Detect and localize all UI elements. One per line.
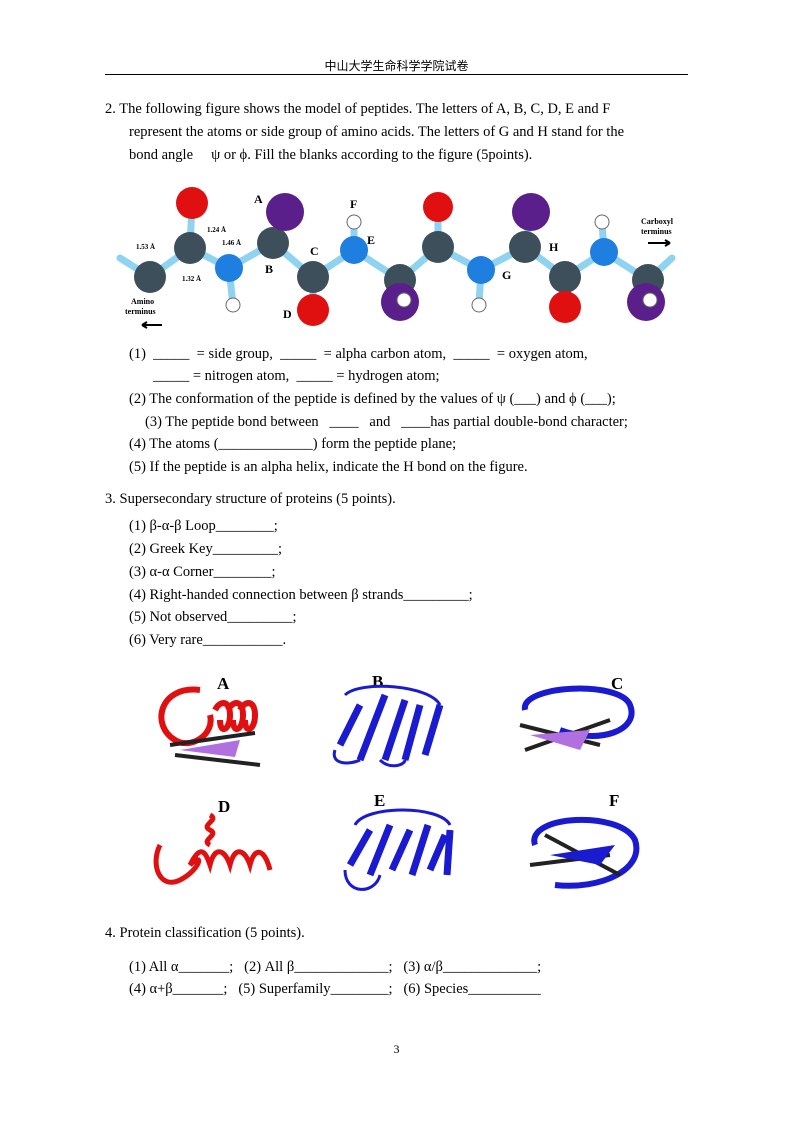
q2-line-3: bond angle ψ or ϕ. Fill the blanks accor… (129, 147, 533, 163)
bond-length-label: 1.24 Å (207, 226, 226, 234)
carbon-atom (134, 261, 166, 293)
oxygen-atom (297, 294, 329, 326)
nitrogen-atom (215, 254, 243, 282)
q2-answer-3: (3) The peptide bond between ____ and __… (145, 414, 628, 430)
structure-label-A: A (217, 674, 230, 693)
q4-title: 4. Protein classification (5 points). (105, 925, 305, 941)
q2-answer-1b: _____ = nitrogen atom, _____ = hydrogen … (153, 368, 440, 384)
structure-C-image (519, 685, 635, 752)
q3-item-4: (4) Right-handed connection between β st… (129, 587, 473, 603)
structure-F-image (529, 816, 640, 889)
structure-D-image (153, 812, 273, 885)
peptide-model-figure: A B C D E F G H 1.24 Å 1.46 Å 1.53 Å 1.3… (116, 187, 676, 329)
oxygen-atom (549, 291, 581, 323)
oxygen-atom (423, 192, 453, 222)
structure-label-B: B (372, 672, 383, 691)
label-B: B (265, 262, 273, 276)
structure-label-F: F (609, 791, 619, 810)
sidegroup-atom (512, 193, 550, 231)
label-D: D (283, 307, 292, 321)
label-G: G (502, 268, 511, 282)
label-A: A (254, 192, 263, 206)
label-H: H (549, 240, 559, 254)
q3-item-5: (5) Not observed_________; (129, 609, 297, 625)
q2-answer-4: (4) The atoms (_____________) form the p… (129, 436, 457, 452)
hydrogen-atom (642, 292, 658, 308)
q2-line-1: 2. The following figure shows the model … (105, 101, 611, 117)
q3-item-6: (6) Very rare___________. (129, 632, 287, 648)
q4-row-2: (4) α+β_______; (5) Superfamily________;… (129, 981, 541, 997)
carbon-atom (174, 232, 206, 264)
q2-line-2: represent the atoms or side group of ami… (129, 124, 625, 140)
carbon-atom (257, 227, 289, 259)
q3-item-3: (3) α-α Corner________; (129, 564, 276, 580)
structure-A-image (158, 686, 261, 767)
label-F: F (350, 197, 357, 211)
bond-length-label: 1.46 Å (222, 239, 241, 247)
amino-terminus-label: Amino (131, 297, 154, 306)
structure-B-image (332, 684, 444, 768)
structure-label-D: D (218, 797, 230, 816)
page-header: 中山大学生命科学学院试卷 (324, 59, 469, 73)
carboxyl-terminus-label: Carboxyl (641, 217, 674, 226)
hydrogen-atom (471, 297, 487, 313)
q3-title: 3. Supersecondary structure of proteins … (105, 491, 396, 507)
q3-item-1: (1) β-α-β Loop________; (129, 518, 278, 534)
label-E: E (367, 233, 375, 247)
q4-row-1: (1) All α_______; (2) All β_____________… (129, 959, 542, 975)
hydrogen-atom (594, 214, 610, 230)
arrow-left-icon (141, 321, 162, 329)
carbon-atom (422, 231, 454, 263)
supersecondary-structures-figure: A B C D E F (153, 672, 640, 891)
carbon-atom (297, 261, 329, 293)
page-number: 3 (393, 1042, 400, 1056)
q2-answer-5: (5) If the peptide is an alpha helix, in… (129, 459, 528, 475)
amino-terminus-label: terminus (125, 307, 156, 316)
carbon-atom (549, 261, 581, 293)
header-rule (105, 74, 688, 75)
arrow-right-icon (648, 239, 671, 247)
structure-E-image (343, 808, 454, 891)
hydrogen-atom (225, 297, 241, 313)
carboxyl-terminus-label: terminus (641, 227, 672, 236)
structure-label-C: C (611, 674, 623, 693)
carbon-atom (509, 231, 541, 263)
sidegroup-atom (266, 193, 304, 231)
structure-label-E: E (374, 791, 385, 810)
nitrogen-atom (340, 236, 368, 264)
hydrogen-atom (396, 292, 412, 308)
bond-length-label: 1.53 Å (136, 243, 155, 251)
nitrogen-atom (590, 238, 618, 266)
bond-length-label: 1.32 Å (182, 275, 201, 283)
label-C: C (310, 244, 319, 258)
q2-answer-2: (2) The conformation of the peptide is d… (129, 391, 616, 407)
nitrogen-atom (467, 256, 495, 284)
hydrogen-atom (346, 214, 362, 230)
q2-answer-1: (1) _____ = side group, _____ = alpha ca… (129, 346, 588, 362)
oxygen-atom (176, 187, 208, 219)
q3-item-2: (2) Greek Key_________; (129, 541, 283, 557)
